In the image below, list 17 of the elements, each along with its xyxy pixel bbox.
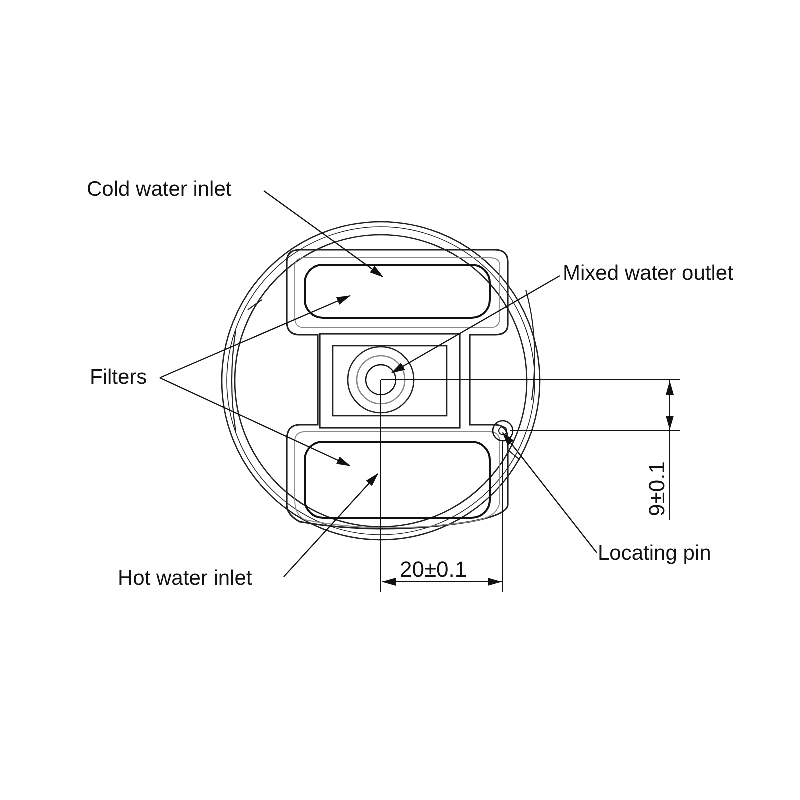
part-label: Hot water inlet <box>118 568 252 589</box>
leader-line <box>391 275 560 374</box>
filter-chamber <box>304 441 491 519</box>
part-label: Locating pin <box>598 543 712 564</box>
dimension-label: 20±0.1 <box>400 559 468 581</box>
dimension-label: 9±0.1 <box>646 462 668 516</box>
leader-line <box>160 295 351 379</box>
part-label: Mixed water outlet <box>563 263 734 284</box>
outlet-port <box>365 364 397 396</box>
part-label: Cold water inlet <box>87 179 232 200</box>
filter-chamber <box>304 264 491 319</box>
part-label: Filters <box>90 367 148 388</box>
leader-line <box>160 377 351 467</box>
locating-pin <box>492 420 514 442</box>
leader-line <box>264 190 384 278</box>
leader-line <box>284 473 379 578</box>
leader-line <box>502 432 598 554</box>
